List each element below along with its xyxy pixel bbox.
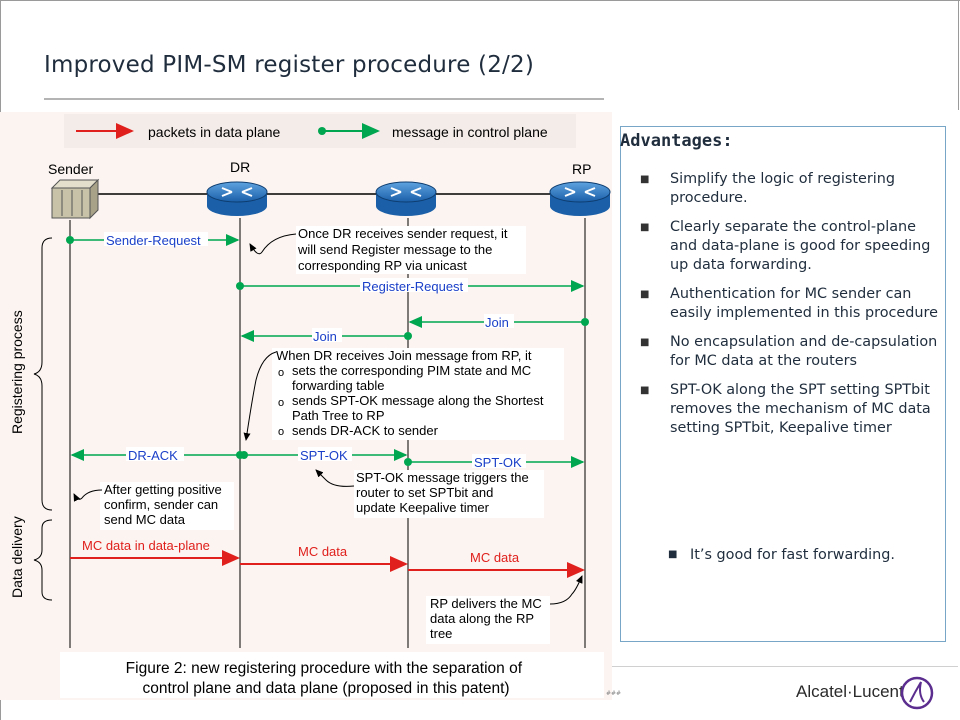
- advantage-item: ■ SPT-OK along the SPT setting SPTbit rem…: [640, 381, 946, 438]
- msg-mc-data-3: MC data: [408, 550, 585, 578]
- label-sender-request: Sender-Request: [106, 233, 201, 248]
- advantage-text: Authentication for MC sender can easily …: [670, 286, 938, 321]
- alcatel-lucent-logo-icon: [900, 676, 934, 710]
- square-bullet-icon: ■: [640, 289, 650, 300]
- note-register-line-3: corresponding RP via unicast: [298, 258, 467, 273]
- legend-data-label: packets in data plane: [148, 124, 281, 140]
- svg-text:After getting positive c: After getting positive confirm, sender c…: [104, 482, 225, 527]
- advantage-text: Simplify the logic of registering proced…: [670, 171, 895, 206]
- note-join-item-1b: forwarding table: [292, 378, 385, 393]
- label-mc-data-1: MC data in data-plane: [82, 538, 210, 553]
- msg-spt-ok-mid: SPT-OK: [404, 454, 585, 470]
- sender-host-icon: [50, 178, 100, 220]
- svg-text:Figure 2: new registering proc: Figure 2: new registering procedure with…: [126, 660, 527, 697]
- note-rp-line-1: RP delivers the MC: [430, 596, 542, 611]
- note-register: Once DR receives sender request, it will…: [249, 226, 526, 274]
- msg-dr-ack: DR-ACK: [70, 447, 244, 463]
- router-icon-middle: [375, 181, 437, 216]
- svg-text:When DR receives Join message: When DR receives Join message from RP, i…: [276, 348, 532, 363]
- label-join-rp: Join: [485, 315, 509, 330]
- node-label-dr: DR: [230, 159, 250, 175]
- square-bullet-icon: ■: [640, 174, 650, 185]
- label-mc-data-2: MC data: [298, 544, 348, 559]
- label-join-mid: Join: [313, 329, 337, 344]
- square-bullet-icon: ■: [640, 222, 650, 233]
- note-join-item-2b: Path Tree to RP: [292, 408, 384, 423]
- msg-sender-request: Sender-Request: [66, 232, 240, 248]
- msg-register-request: Register-Request: [236, 278, 585, 294]
- legend-control-label: message in control plane: [392, 124, 548, 140]
- advantage-sub-item: ■ It’s good for fast forwarding.: [668, 547, 895, 563]
- label-mc-data-3: MC data: [470, 550, 520, 565]
- svg-text:o o o: o o o: [278, 367, 287, 438]
- svg-text:sets the corresponding PIM sta: sets the corresponding PIM state and MC …: [292, 363, 547, 438]
- advantages-title: Advantages:: [620, 131, 733, 151]
- msg-mc-data-2: MC data: [240, 544, 408, 572]
- note-register-line-1: Once DR receives sender request, it: [298, 226, 508, 241]
- footer-page-marker: ###: [606, 690, 622, 697]
- page-title: Improved PIM-SM register procedure (2/2): [44, 52, 535, 78]
- note-spt-line-3: update Keepalive timer: [356, 500, 490, 515]
- msg-mc-data-1: MC data in data-plane: [70, 538, 240, 566]
- note-spt-line-2: router to set SPTbit and: [356, 485, 493, 500]
- note-join-item-1: sets the corresponding PIM state and MC: [292, 363, 531, 378]
- note-rp: RP delivers the MC data along the RP tre…: [426, 575, 583, 644]
- svg-text:Once DR receives sender reques: Once DR receives sender request, it will…: [297, 226, 511, 273]
- advantage-item: ■ Clearly separate the control-plane and …: [640, 218, 946, 275]
- label-spt-ok-2: SPT-OK: [474, 455, 522, 470]
- note-join-head: When DR receives Join message from RP, i…: [276, 348, 532, 363]
- phase-label-registering: Registering process: [9, 310, 25, 434]
- label-dr-ack: DR-ACK: [128, 448, 178, 463]
- note-confirm-line-2: confirm, sender can: [104, 497, 218, 512]
- title-divider: [44, 98, 604, 100]
- note-confirm-line-1: After getting positive: [104, 482, 222, 497]
- frame-right-border: [958, 0, 959, 110]
- note-join-item-2: sends SPT-OK message along the Shortest: [292, 393, 544, 408]
- advantage-text: Clearly separate the control-plane and d…: [670, 219, 931, 273]
- note-rp-line-3: tree: [430, 626, 452, 641]
- msg-join-mid: Join: [240, 328, 412, 344]
- legend: packets in data plane message in control…: [64, 114, 576, 148]
- note-spt-line-1: SPT-OK message triggers the: [356, 470, 529, 485]
- advantage-sub-text: It’s good for fast forwarding.: [690, 547, 895, 563]
- note-confirm-line-3: send MC data: [104, 512, 186, 527]
- note-join: When DR receives Join message from RP, i…: [243, 348, 564, 441]
- label-register-request: Register-Request: [362, 279, 464, 294]
- svg-text:RP delivers the MC data: RP delivers the MC data along the RP tre…: [430, 596, 545, 641]
- advantage-item: ■ Simplify the logic of registering proce…: [640, 170, 946, 208]
- advantage-text: SPT-OK along the SPT setting SPTbit remo…: [670, 382, 931, 436]
- note-confirm: After getting positive confirm, sender c…: [73, 482, 234, 530]
- node-label-sender: Sender: [48, 161, 93, 177]
- square-bullet-icon: ■: [668, 549, 678, 560]
- square-bullet-icon: ■: [640, 385, 650, 396]
- label-spt-ok-1: SPT-OK: [300, 448, 348, 463]
- msg-join-rp: Join: [408, 314, 589, 330]
- brace-registering: [33, 237, 53, 511]
- frame-bottom-border: [612, 666, 958, 667]
- advantage-item: ■ Authentication for MC sender can easily…: [640, 285, 946, 323]
- phase-label-data-delivery: Data delivery: [9, 516, 25, 598]
- square-bullet-icon: ■: [640, 337, 650, 348]
- frame-top-border: [0, 0, 960, 1]
- note-join-item-3: sends DR-ACK to sender: [292, 423, 439, 438]
- advantage-item: ■ No encapsulation and de-capsulation for…: [640, 333, 946, 371]
- caption-box: [60, 652, 604, 698]
- brace-data-delivery: [33, 519, 53, 601]
- caption-line-1: Figure 2: new registering procedure with…: [126, 660, 523, 677]
- brand-logo-text: Alcatel·Lucent: [796, 682, 904, 701]
- caption-line-2: control plane and data plane (proposed i…: [142, 680, 509, 697]
- note-spt: SPT-OK message triggers the router to se…: [315, 469, 544, 518]
- router-icon-dr: [206, 181, 268, 216]
- note-register-line-2: will send Register message to the: [297, 242, 492, 257]
- advantages-panel: [620, 126, 946, 642]
- msg-spt-ok-dr: SPT-OK: [240, 447, 408, 463]
- node-label-rp: RP: [572, 161, 591, 177]
- advantages-list: ■ Simplify the logic of registering proce…: [640, 170, 946, 448]
- svg-text:SPT-OK message triggers the: SPT-OK message triggers the router to se…: [356, 470, 532, 515]
- router-icon-rp: [549, 181, 611, 216]
- note-rp-line-2: data along the RP: [430, 611, 534, 626]
- advantage-text: No encapsulation and de-capsulation for …: [670, 334, 938, 369]
